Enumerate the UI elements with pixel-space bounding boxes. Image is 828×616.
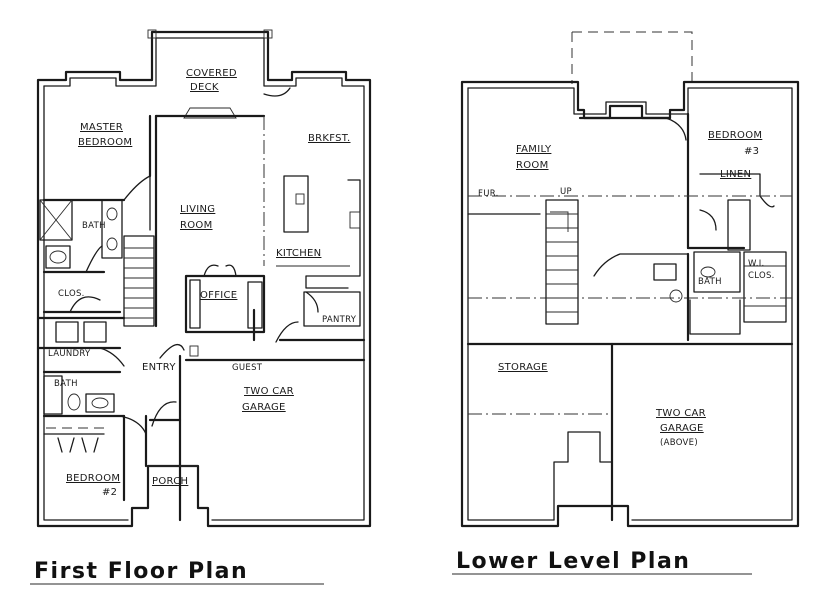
first-floor-labels: Covered Deck Master Bedroom Brkfst. Livi… [48,68,357,498]
room-bath: Bath [82,221,106,231]
room-two-car-garage-lower-line2: Garage [660,423,704,434]
lower-level-labels: Family Room Bedroom #3 Linen Fur. Up Bat… [478,130,775,448]
room-family-room-line1: Family [516,144,552,155]
room-brkfst: Brkfst. [308,133,351,144]
room-fur: Fur. [478,189,499,199]
room-bath-2: Bath [54,379,78,389]
room-bedroom-2-line1: Bedroom [66,473,120,484]
room-two-car-garage-lower-line3: (Above) [660,438,698,448]
lower-level-plan-title: Lower Level Plan [456,549,690,574]
room-office: Office [200,290,237,301]
room-guest: Guest [232,363,263,373]
room-linen: Linen [720,169,751,180]
room-storage: Storage [498,362,548,373]
room-clos: Clos. [58,289,85,299]
room-porch: Porch [152,476,188,487]
room-wi-clos-line1: W.I. [748,259,765,269]
room-two-car-garage-line2: Garage [242,402,286,413]
room-entry: Entry [142,362,176,373]
room-laundry: Laundry [48,349,91,359]
room-master-bedroom-line2: Bedroom [78,137,132,148]
room-covered-deck-line1: Covered [186,68,237,79]
room-covered-deck-line2: Deck [190,82,219,93]
first-floor-plan-title: First Floor Plan [34,559,248,584]
room-two-car-garage-line1: Two Car [243,386,294,397]
room-living-room-line2: Room [180,220,213,231]
first-floor-plan [36,29,372,528]
room-living-room-line1: Living [180,204,215,215]
room-family-room-line2: Room [516,160,549,171]
room-two-car-garage-lower-line1: Two Car [655,408,706,419]
room-bedroom-3-line1: Bedroom [708,130,762,141]
lower-level-plan [460,31,800,528]
room-bedroom-3-line2: #3 [744,146,759,157]
room-kitchen: Kitchen [276,248,321,259]
room-wi-clos-line2: Clos. [748,271,775,281]
room-master-bedroom-line1: Master [80,122,123,133]
room-bedroom-2-line2: #2 [102,487,117,498]
room-bath-lower: Bath [698,277,722,287]
stair-up: Up [560,187,572,197]
room-pantry: Pantry [322,315,357,325]
